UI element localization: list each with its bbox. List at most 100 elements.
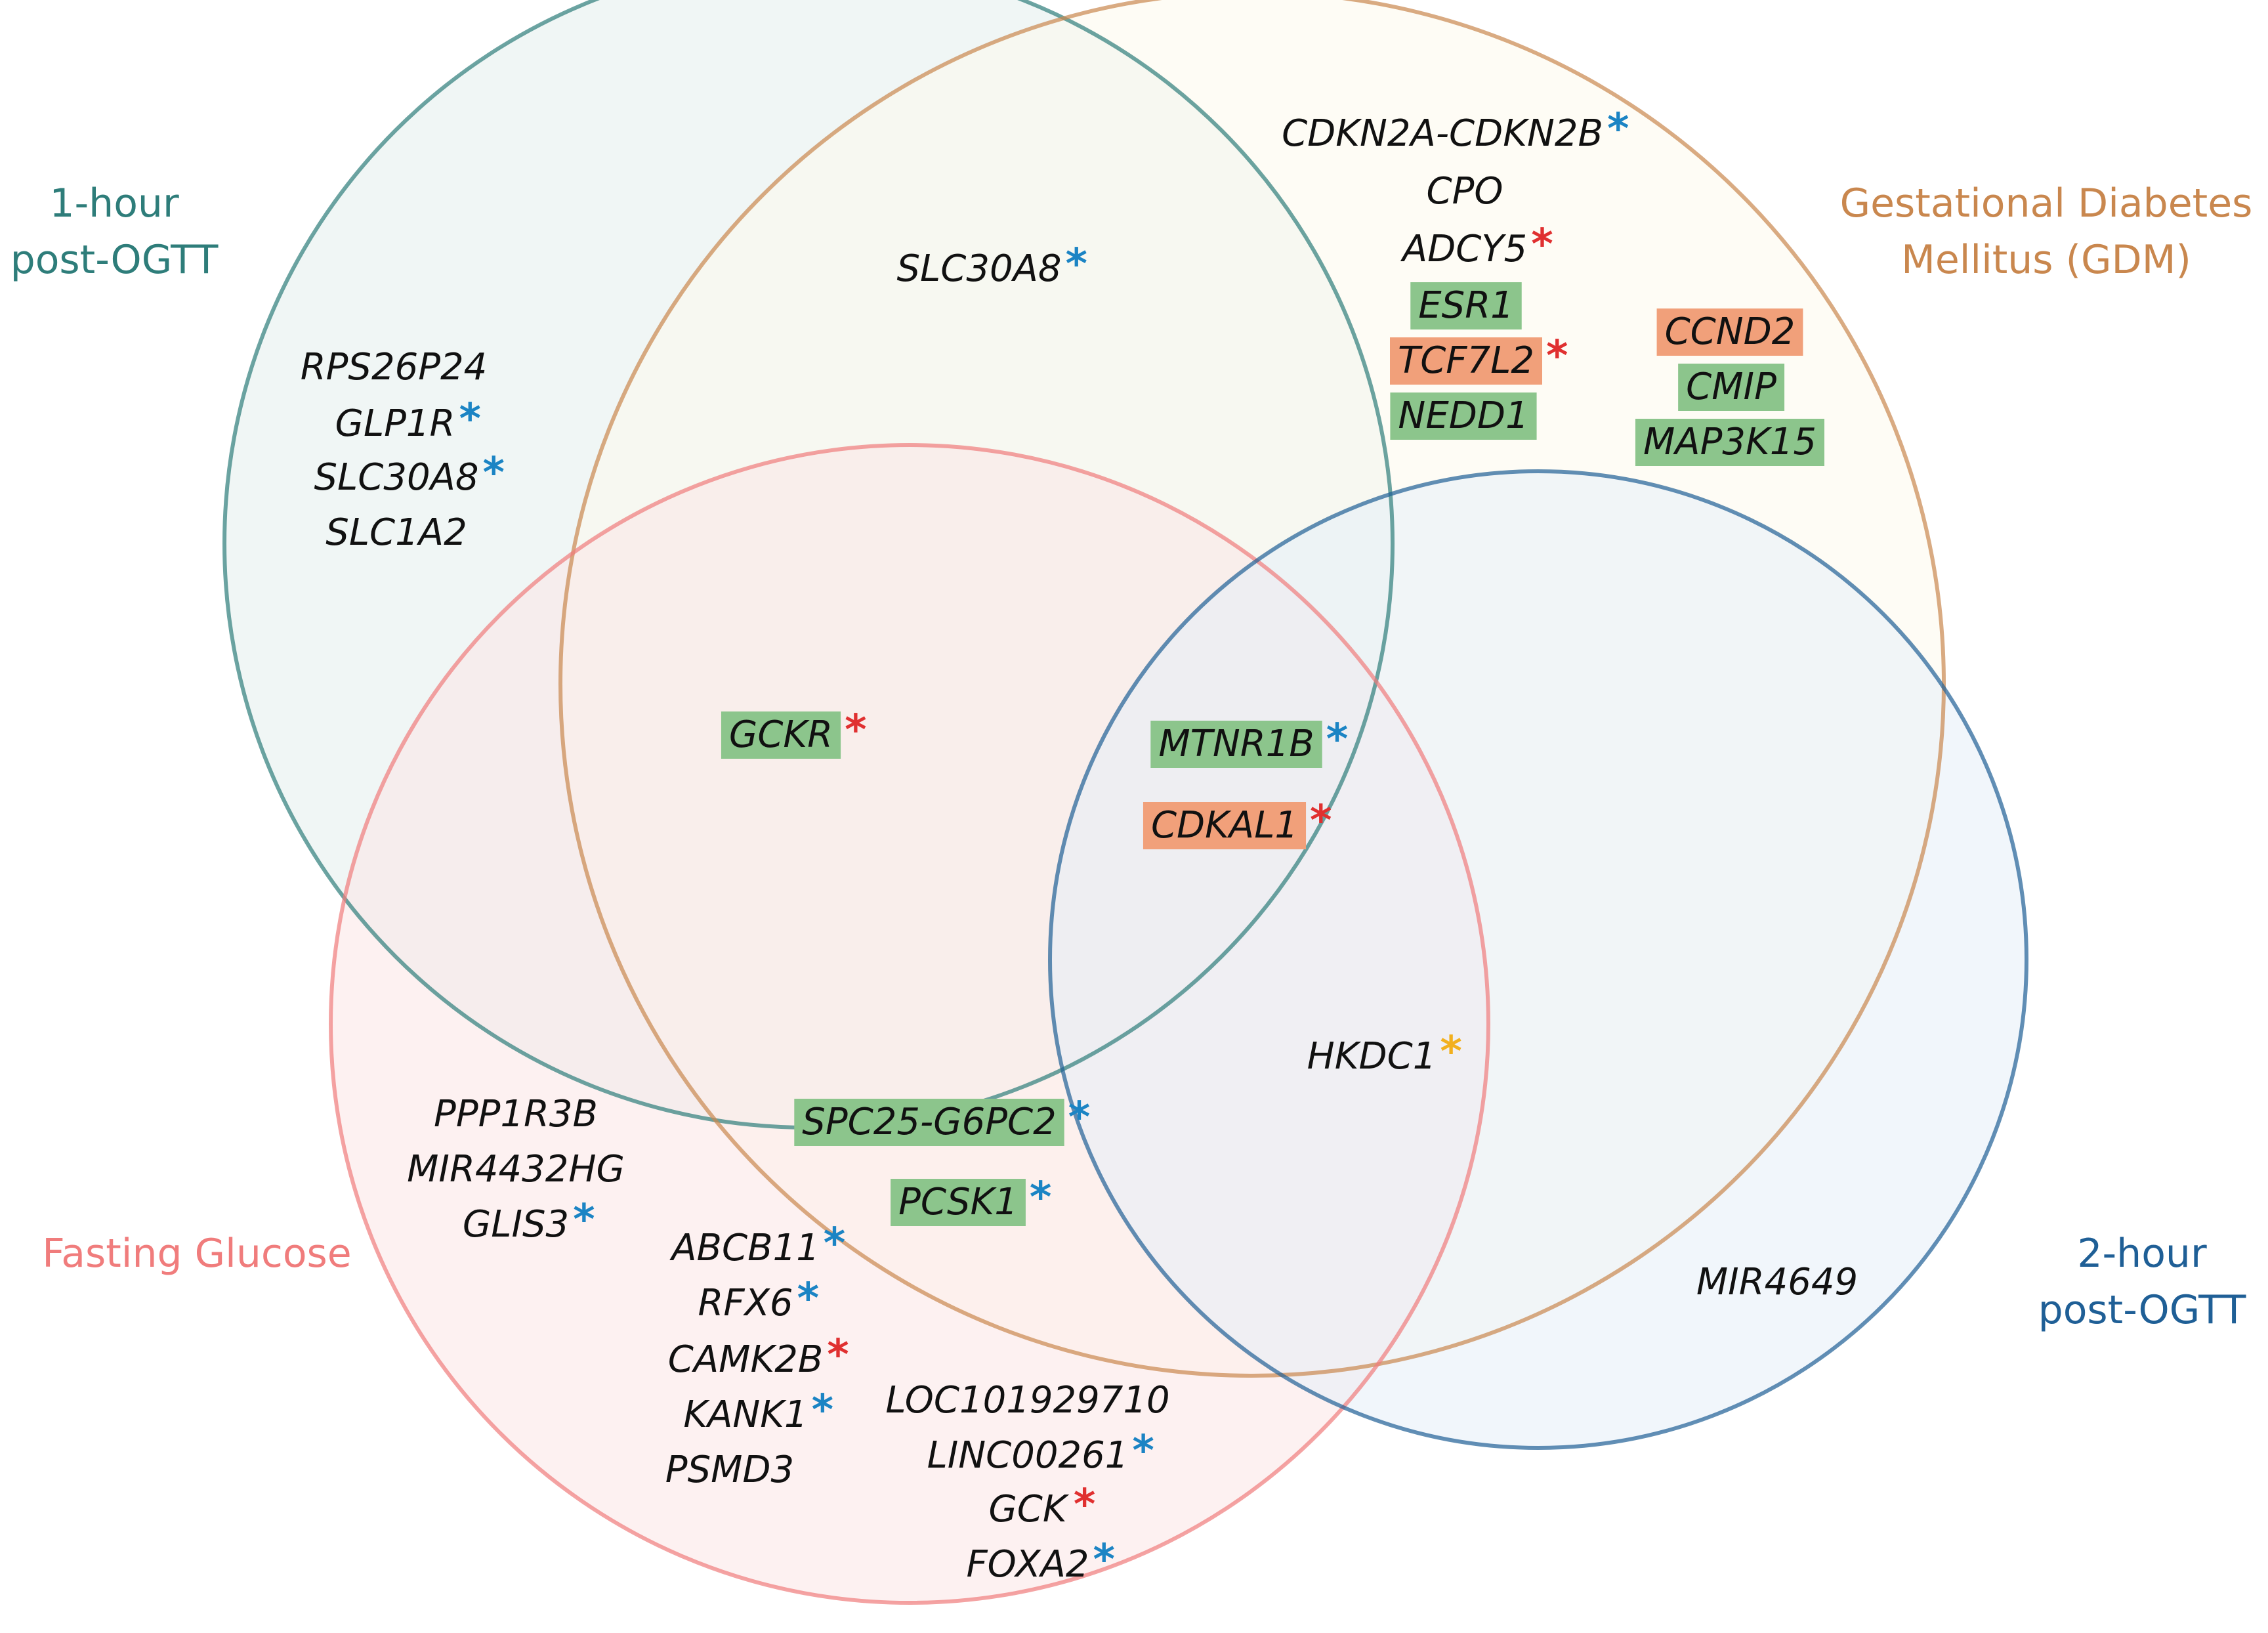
gene-rps26p24: RPS26P24 bbox=[301, 346, 488, 389]
gene-ppp1r3b: PPP1R3B bbox=[434, 1093, 598, 1135]
star-icon-blue: * bbox=[1068, 1093, 1090, 1142]
gene-name: HKDC1 bbox=[1307, 1035, 1437, 1078]
set-label-line: post-OGTT bbox=[2038, 1287, 2246, 1333]
gene-nedd1: NEDD1 bbox=[1390, 392, 1537, 440]
gene-name: PCSK1 bbox=[898, 1181, 1018, 1223]
star-icon-blue: * bbox=[797, 1275, 819, 1323]
gene-highlight-green bbox=[891, 1179, 1026, 1226]
gene-cdkal1: CDKAL1* bbox=[1143, 797, 1332, 849]
gene-adcy5: ADCY5* bbox=[1400, 221, 1553, 270]
set-label-line: Fasting Glucose bbox=[42, 1231, 351, 1277]
gene-name: ADCY5 bbox=[1400, 228, 1527, 270]
gene-ccnd2: CCND2 bbox=[1656, 308, 1803, 356]
gene-mtnr1b: MTNR1B* bbox=[1150, 715, 1348, 768]
gene-psmd3: PSMD3 bbox=[665, 1449, 794, 1491]
set-label-line: 2-hour bbox=[2077, 1231, 2207, 1277]
gene-highlight-orange bbox=[1656, 308, 1803, 356]
circle-outline-gdm bbox=[558, 0, 1946, 1378]
star-icon-blue: * bbox=[824, 1219, 845, 1268]
gene-name: ESR1 bbox=[1418, 284, 1513, 327]
gene-name: SLC30A8 bbox=[314, 456, 478, 499]
star-icon-blue: * bbox=[459, 395, 480, 444]
gene-cpo: CPO bbox=[1427, 170, 1503, 213]
gene-pcsk1: PCSK1 * bbox=[891, 1174, 1051, 1226]
star-icon-blue: * bbox=[1607, 105, 1629, 154]
gene-slc1a2: SLC1A2 bbox=[326, 511, 467, 554]
gene-name: MTNR1B bbox=[1158, 723, 1314, 765]
gene-name: SPC25-G6PC2 bbox=[802, 1101, 1056, 1143]
gene-labels: CDKN2A-CDKN2B*CPOADCY5*ESR1TCF7L2*NEDD1C… bbox=[301, 105, 1858, 1586]
gene-name: MIR4432HG bbox=[407, 1148, 625, 1191]
gene-name: RFX6 bbox=[698, 1282, 793, 1325]
gene-highlight-green bbox=[1635, 419, 1825, 466]
star-icon-blue: * bbox=[573, 1196, 595, 1244]
gene-abcb11: ABCB11* bbox=[669, 1219, 845, 1269]
gene-esr1: ESR1 bbox=[1410, 282, 1522, 329]
gene-highlight-green bbox=[1150, 721, 1322, 768]
gene-name: SLC30A8 bbox=[896, 247, 1061, 290]
star-icon-blue: * bbox=[483, 449, 505, 498]
circle-outline-two-hour bbox=[1048, 469, 2028, 1450]
gene-cmip: CMIP bbox=[1678, 364, 1785, 411]
gene-name: MAP3K15 bbox=[1643, 421, 1816, 463]
star-icon-red: * bbox=[1531, 221, 1553, 269]
gene-spc25-g6pc2: SPC25-G6PC2 * bbox=[794, 1093, 1090, 1146]
gene-name: PPP1R3B bbox=[434, 1093, 598, 1135]
gene-camk2b: CAMK2B* bbox=[668, 1331, 849, 1381]
gene-name: GLP1R bbox=[335, 402, 455, 445]
gene-name: PSMD3 bbox=[665, 1449, 794, 1491]
gene-foxa2: FOXA2* bbox=[966, 1536, 1115, 1586]
gene-name: ABCB11 bbox=[669, 1227, 820, 1269]
set-label-fasting: Fasting Glucose bbox=[42, 1231, 351, 1277]
gene-name: SLC1A2 bbox=[326, 511, 467, 554]
gene-name: CCND2 bbox=[1665, 310, 1796, 353]
circle-outline-fasting bbox=[329, 443, 1490, 1605]
gene-highlight-green bbox=[794, 1099, 1064, 1146]
gene-name: CMIP bbox=[1686, 366, 1776, 408]
star-icon-red: * bbox=[1546, 332, 1568, 381]
gene-name: NEDD1 bbox=[1398, 394, 1528, 437]
gene-gck: GCK* bbox=[988, 1481, 1095, 1531]
gene-linc00261: LINC00261* bbox=[927, 1427, 1154, 1477]
gene-name: GLIS3 bbox=[463, 1203, 569, 1246]
gene-cdkn2a-cdkn2b: CDKN2A-CDKN2B* bbox=[1282, 105, 1629, 155]
gene-map3k15: MAP3K15 bbox=[1635, 419, 1825, 466]
gene-name: KANK1 bbox=[683, 1393, 807, 1436]
gene-name: GCKR bbox=[729, 713, 833, 756]
gene-slc30a8: SLC30A8* bbox=[314, 449, 505, 499]
star-icon-red: * bbox=[845, 706, 866, 755]
gene-highlight-green bbox=[1410, 282, 1522, 329]
star-icon-yellow: * bbox=[1440, 1028, 1461, 1076]
set-label-two-hour: 2-hour post-OGTT bbox=[2038, 1231, 2246, 1333]
set-circles bbox=[222, 0, 2028, 1605]
circle-fill-two-hour bbox=[1050, 471, 2026, 1448]
gene-tcf7l2: TCF7L2 * bbox=[1390, 332, 1568, 385]
set-label-line: Gestational Diabetes bbox=[1840, 180, 2253, 226]
gene-highlight-orange bbox=[1390, 337, 1542, 385]
gene-name: CDKN2A-CDKN2B bbox=[1282, 112, 1603, 155]
gene-name: CPO bbox=[1427, 170, 1503, 213]
set-label-line: Mellitus (GDM) bbox=[1901, 237, 2191, 283]
gene-highlight-orange bbox=[1143, 802, 1307, 849]
star-icon-blue: * bbox=[1093, 1536, 1115, 1584]
star-icon-blue: * bbox=[1030, 1174, 1051, 1222]
gene-mir4649: MIR4649 bbox=[1696, 1261, 1858, 1304]
gene-name: TCF7L2 bbox=[1398, 339, 1534, 382]
star-icon-red: * bbox=[827, 1331, 849, 1380]
gene-highlight-green bbox=[721, 711, 841, 759]
gene-name: CAMK2B bbox=[668, 1338, 824, 1381]
gene-mir4432hg: MIR4432HG bbox=[407, 1148, 625, 1191]
set-label-line: post-OGTT bbox=[10, 237, 219, 283]
gene-name: MIR4649 bbox=[1696, 1261, 1858, 1304]
set-label-one-hour: 1-hour post-OGTT bbox=[10, 180, 219, 283]
gene-gckr: GCKR * bbox=[721, 706, 867, 759]
star-icon-red: * bbox=[1310, 797, 1332, 845]
star-icon-red: * bbox=[1074, 1481, 1095, 1529]
gene-glp1r: GLP1R* bbox=[335, 395, 481, 445]
gene-kank1: KANK1* bbox=[683, 1386, 833, 1436]
set-label-line: 1-hour bbox=[49, 180, 179, 226]
gene-highlight-green bbox=[1678, 364, 1785, 411]
